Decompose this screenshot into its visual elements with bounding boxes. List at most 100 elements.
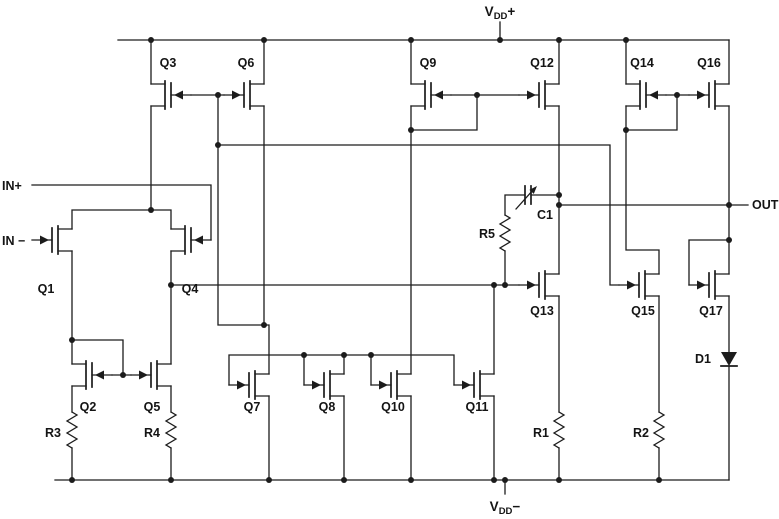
label-q4: Q4 [182, 282, 199, 296]
label-q12: Q12 [530, 56, 554, 70]
junction-dot [497, 37, 503, 43]
mosfet-symbol [518, 270, 560, 300]
resistor-r3 [66, 411, 78, 449]
label-r4: R4 [144, 426, 160, 440]
junction-dot [502, 282, 508, 288]
junction-dot [266, 477, 272, 483]
label-d1: D1 [695, 352, 711, 366]
vdd-plus-base: V [485, 4, 494, 19]
vdd-plus-sub: DD [494, 11, 508, 22]
wire-top-row [150, 39, 730, 375]
transistor-q4 [170, 225, 212, 255]
junction-dot [623, 127, 629, 133]
mosfet-symbol [688, 270, 730, 300]
transistor-q14 [625, 80, 667, 110]
label-r5: R5 [479, 227, 495, 241]
label-q16: Q16 [697, 56, 721, 70]
label-q15: Q15 [631, 304, 655, 318]
resistor-symbol [165, 411, 177, 449]
transistor-q7 [228, 370, 270, 400]
junction-dot [556, 37, 562, 43]
junction-dot [491, 477, 497, 483]
vdd-minus-sign: − [512, 499, 520, 514]
label-r1: R1 [533, 426, 549, 440]
mosfet-symbol [625, 80, 667, 110]
transistor-q11 [453, 370, 495, 400]
vdd-minus-sub: DD [499, 506, 513, 517]
resistor-r5 [499, 214, 511, 252]
mosfet-symbol [453, 370, 495, 400]
junction-dot [556, 477, 562, 483]
mosfet-symbol [223, 80, 265, 110]
wire-group [31, 21, 749, 495]
junction-dot [215, 142, 221, 148]
junction-dots [69, 37, 732, 483]
transistor-q13 [518, 270, 560, 300]
junction-dot [502, 477, 508, 483]
resistor-symbol [499, 214, 511, 252]
transistor-q6 [223, 80, 265, 110]
label-c1: C1 [537, 208, 553, 222]
mosfet-symbol [150, 80, 192, 110]
mosfet-symbol [370, 370, 412, 400]
junction-dot [148, 37, 154, 43]
port-in-plus-label: IN+ [2, 179, 22, 193]
junction-dot [168, 477, 174, 483]
resistor-symbol [653, 411, 665, 449]
label-q9: Q9 [420, 56, 437, 70]
junction-dot [261, 37, 267, 43]
mosfet-symbol [303, 370, 345, 400]
wire-input-stage [31, 184, 520, 481]
mosfet-symbol [71, 360, 113, 390]
wire-output-stage [658, 239, 730, 481]
junction-dot [148, 207, 154, 213]
junction-dot [341, 352, 347, 358]
junction-dot [556, 202, 562, 208]
label-q7: Q7 [244, 400, 261, 414]
mosfet-symbol [31, 225, 73, 255]
label-q17: Q17 [699, 304, 723, 318]
transistor-q17 [688, 270, 730, 300]
resistor-symbol [66, 411, 78, 449]
wire-mirror-row [228, 284, 495, 481]
junction-dot [491, 282, 497, 288]
transistor-q8 [303, 370, 345, 400]
label-q13: Q13 [530, 304, 554, 318]
wire-second-stage [504, 194, 749, 481]
resistor-symbol [553, 411, 565, 449]
mosfet-symbol [170, 225, 212, 255]
transistor-q9 [410, 80, 452, 110]
transistor-q15 [618, 270, 660, 300]
port-out-label: OUT [752, 198, 779, 212]
junction-dot [168, 282, 174, 288]
junction-dot [556, 192, 562, 198]
junction-dot [408, 37, 414, 43]
junction-dot [726, 202, 732, 208]
transistor-q3 [150, 80, 192, 110]
junction-dot [656, 477, 662, 483]
diode-d1 [720, 352, 738, 367]
mosfet-symbol [518, 80, 560, 110]
mosfet-symbol [688, 80, 730, 110]
junction-dot [474, 92, 480, 98]
label-r2: R2 [633, 426, 649, 440]
junction-dot [408, 477, 414, 483]
vdd-plus-sign: + [507, 4, 515, 19]
junction-dot [69, 337, 75, 343]
junction-dot [261, 322, 267, 328]
label-q3: Q3 [160, 56, 177, 70]
resistor-r2 [653, 411, 665, 449]
label-q8: Q8 [319, 400, 336, 414]
mosfet-symbol [130, 360, 172, 390]
label-q6: Q6 [238, 56, 255, 70]
junction-dot [623, 37, 629, 43]
label-q10: Q10 [381, 400, 405, 414]
transistor-q12 [518, 80, 560, 110]
resistor-r4 [165, 411, 177, 449]
transistor-q10 [370, 370, 412, 400]
vdd-minus-label: VDD− [490, 499, 521, 517]
mosfet-symbol [618, 270, 660, 300]
junction-dot [120, 372, 126, 378]
